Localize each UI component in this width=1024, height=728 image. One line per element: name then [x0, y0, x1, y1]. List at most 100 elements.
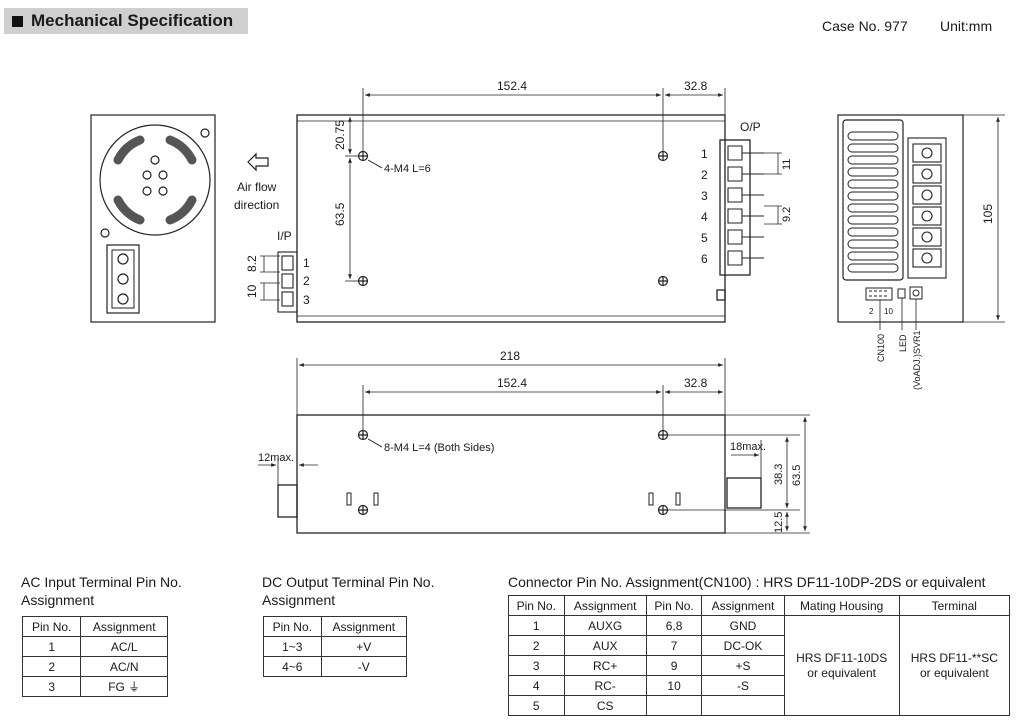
header-square-icon	[12, 15, 23, 27]
mating-housing-line2: or equivalent	[807, 665, 876, 680]
table-cell: AUX	[563, 635, 647, 656]
table-row: 2 AC/N	[21, 656, 168, 677]
ac-table-title: AC Input Terminal Pin No. Assignment	[21, 573, 182, 609]
table-row: 3 RC+ 9 +S	[508, 655, 1010, 676]
table-row: 3 FG ⏚	[21, 676, 168, 697]
dim-32-8-top: 32.8	[684, 79, 708, 93]
case-number: Case No. 977	[822, 18, 908, 34]
table-cell: 3	[508, 655, 565, 676]
table-cell	[645, 695, 703, 716]
op-pin-3: 3	[701, 189, 708, 203]
svr1-label: (VoADJ.)SVR1	[912, 330, 922, 390]
table-header-cell: Pin No.	[508, 595, 565, 616]
table-cell: +S	[701, 655, 785, 676]
table-row: 1 AUXG 6,8 GND HRS DF11-10DS or equivale…	[508, 615, 1011, 716]
table-cell: 4~6	[263, 656, 322, 677]
dc-table-title-line1: DC Output Terminal Pin No.	[262, 574, 435, 590]
dim-32-8-side: 32.8	[684, 376, 708, 390]
dc-table-title-line2: Assignment	[262, 592, 336, 608]
ip-label: I/P	[277, 229, 292, 243]
dc-table-title: DC Output Terminal Pin No. Assignment	[262, 573, 434, 609]
table-header-cell: Pin No.	[645, 595, 703, 616]
side-view-slots	[346, 492, 681, 506]
table-cell: 7	[645, 635, 703, 656]
dim-63-5-side: 63.5	[791, 465, 803, 486]
table-cell: AC/N	[80, 656, 168, 677]
cn-pin-10: 10	[884, 307, 893, 316]
dim-9-2: 9.2	[781, 207, 793, 222]
dim-lines-top	[345, 88, 726, 282]
cn100-connector	[865, 286, 923, 301]
op-pin-2: 2	[701, 168, 708, 182]
air-flow-arrow-icon	[247, 152, 269, 172]
dim-63-5-top: 63.5	[333, 202, 347, 226]
table-header-row: Pin No. Assignment Pin No. Assignment Ma…	[508, 595, 1011, 616]
mating-housing-line1: HRS DF11-10DS	[796, 650, 888, 665]
table-cell: FG ⏚	[80, 676, 168, 697]
ip-dim-lines	[260, 255, 280, 301]
dim-38-3: 38.3	[773, 464, 785, 485]
side-view	[277, 414, 762, 534]
table-header-cell: Pin No.	[21, 616, 82, 637]
table-cell: 4	[508, 675, 565, 696]
cn-pin-2: 2	[869, 307, 874, 316]
table-header-cell: Assignment	[701, 595, 785, 616]
table-cell: RC-	[563, 675, 647, 696]
cn100-table: Pin No. Assignment Pin No. Assignment Ma…	[508, 595, 1011, 716]
dim-8-2: 8.2	[245, 255, 259, 272]
screw-holes-top	[357, 150, 669, 287]
cn100-label: CN100	[876, 334, 886, 362]
op-pin-5: 5	[701, 231, 708, 245]
table-row: 2 AUX 7 DC-OK	[508, 635, 1010, 656]
table-row: 1~3 +V	[263, 636, 408, 657]
air-flow-label: Air flow	[237, 180, 277, 194]
ip-pin-3: 3	[303, 293, 310, 307]
table-cell: AC/L	[80, 636, 168, 657]
table-header-cell: Assignment	[80, 616, 168, 637]
dim-20-75: 20.75	[333, 120, 347, 150]
mating-housing-cell: HRS DF11-10DS or equivalent	[783, 615, 900, 716]
dim-218: 218	[500, 349, 520, 363]
screw-callout-side: 8-M4 L=4 (Both Sides)	[384, 442, 494, 454]
op-pin-1: 1	[701, 147, 708, 161]
table-row: 5 CS	[508, 695, 1010, 716]
table-cell: -S	[701, 675, 785, 696]
dim-11: 11	[781, 159, 793, 170]
table-header-cell: Assignment	[563, 595, 647, 616]
dim-10: 10	[245, 284, 259, 298]
dc-output-table: Pin No. Assignment 1~3 +V 4~6 -V	[263, 616, 408, 677]
table-header-cell: Terminal	[898, 595, 1011, 616]
end-view-leaders	[879, 114, 1005, 330]
terminal-end-view	[837, 114, 964, 323]
dim-18max: 18max.	[730, 441, 766, 453]
ac-table-title-line2: Assignment	[21, 592, 95, 608]
table-cell: AUXG	[563, 615, 647, 636]
section-header: Mechanical Specification	[4, 8, 248, 34]
table-cell: CS	[563, 695, 647, 716]
dim-12-5: 12.5	[773, 512, 785, 533]
table-cell: 3	[21, 676, 82, 697]
op-dim-lines	[764, 152, 782, 225]
fan-end-view	[90, 114, 216, 323]
dim-lines-side	[258, 358, 810, 534]
table-header-cell: Mating Housing	[783, 595, 900, 616]
air-flow-direction-label: direction	[234, 198, 279, 212]
dim-152-4-top: 152.4	[497, 79, 527, 93]
unit-label: Unit:mm	[940, 18, 993, 34]
table-cell: 1	[508, 615, 565, 636]
table-cell: 2	[21, 656, 82, 677]
output-terminal-block-end	[907, 137, 947, 279]
dim-152-4-side: 152.4	[497, 376, 527, 390]
input-terminals	[277, 251, 298, 313]
ac-input-table: Pin No. Assignment 1 AC/L 2 AC/N 3 FG ⏚	[21, 616, 168, 697]
op-pin-4: 4	[701, 210, 708, 224]
table-cell: -V	[320, 656, 408, 677]
table-cell: GND	[701, 615, 785, 636]
table-cell: 2	[508, 635, 565, 656]
section-title: Mechanical Specification	[31, 11, 234, 30]
table-cell: 1	[21, 636, 82, 657]
terminal-cell: HRS DF11-**SC or equivalent	[898, 615, 1011, 716]
terminal-line2: or equivalent	[919, 665, 989, 680]
dim-105: 105	[981, 204, 995, 224]
screw-callout-top: 4-M4 L=6	[384, 163, 431, 175]
